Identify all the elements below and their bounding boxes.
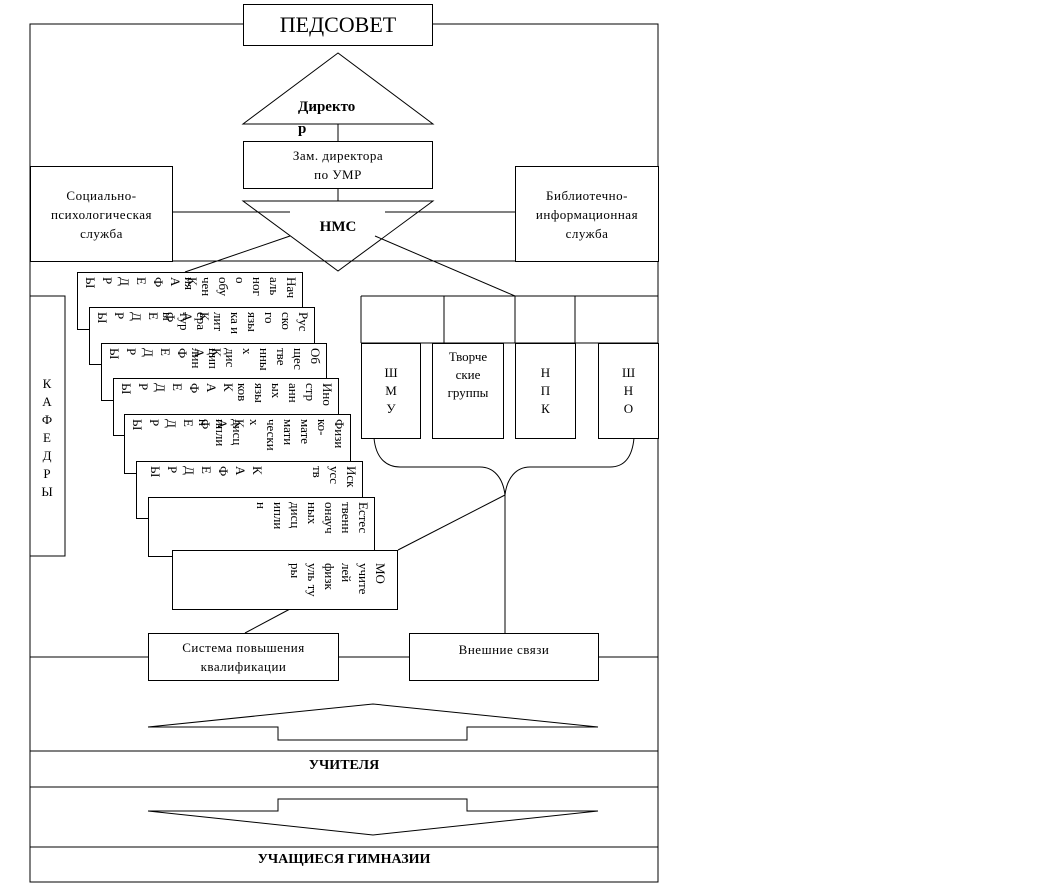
card-title: Об щес тве нны х дис цип лин <box>189 348 323 371</box>
card-title: Естес твенн онауч ных дисц ипли н <box>254 502 371 534</box>
external-links-label: Внешние связи <box>458 642 550 657</box>
card-kafedra: К А Ф Е Д Р Ы <box>130 419 247 431</box>
unit-label: Творче ские группы <box>447 349 489 400</box>
teachers-label: УЧИТЕЛЯ <box>308 758 380 773</box>
unit-shmu: Ш М У <box>361 343 421 439</box>
card-title: Иск усс тв <box>310 466 359 488</box>
unit-label: Н П К <box>540 365 551 416</box>
up-arrow <box>147 703 599 741</box>
library-service-label: Библиотечно- информационная служба <box>535 187 639 241</box>
pedsovet-box: ПЕДСОВЕТ <box>243 4 433 46</box>
card-title: Рус ско го язы ка и лит ера тур ы <box>160 312 311 335</box>
card-kafedra: К А Ф Е Д Р Ы <box>83 277 200 289</box>
card-kafedra: К А Ф Е Д Р Ы <box>107 348 224 360</box>
card-title: Ино стр анн ых язы ков <box>235 383 335 406</box>
card-kafedra: К А Ф Е Д Р Ы <box>119 383 236 395</box>
unit-npk: Н П К <box>515 343 576 439</box>
unit-creative-groups: Творче ские группы <box>432 343 504 439</box>
unit-shno: Ш Н О <box>598 343 659 439</box>
students-label: УЧАЩИЕСЯ ГИМНАЗИИ <box>257 852 431 867</box>
card-title: Физи ко- мате мати чески х дисц ипли н <box>196 419 347 451</box>
unit-label: Ш Н О <box>621 365 636 416</box>
brace <box>373 437 635 496</box>
unit-label: Ш М У <box>384 365 398 416</box>
social-service-box: Социально- психологическая служба <box>30 166 173 262</box>
deputy-box: Зам. директора по УМР <box>243 141 433 189</box>
qualification-box: Система повышения квалификации <box>148 633 339 681</box>
card-kafedra: К А Ф Е Д Р Ы <box>95 312 212 324</box>
library-service-box: Библиотечно- информационная служба <box>515 166 659 262</box>
card-kafedra: К А Ф Е Д Р Ы <box>148 466 265 478</box>
card-title: Нач аль ног о обу чен ия <box>182 277 299 299</box>
nms-label: НМС <box>319 219 357 235</box>
nms-shape <box>241 200 435 272</box>
card-title: МО учите лей физк уль ту ры <box>288 563 388 597</box>
kafedry-outer-label: К А Ф Е Д Р Ы <box>41 376 53 499</box>
card-natural-sciences: Естес твенн онауч ных дисц ипли н <box>148 497 375 557</box>
pedsovet-label: ПЕДСОВЕТ <box>279 12 397 37</box>
kafedry-column <box>29 295 66 557</box>
director-label: Директо р <box>298 99 356 137</box>
deputy-label: Зам. директора по УМР <box>292 148 384 182</box>
qualification-label: Система повышения квалификации <box>182 640 305 674</box>
external-links-box: Внешние связи <box>409 633 599 681</box>
card-pe-teachers: МО учите лей физк уль ту ры <box>172 550 398 610</box>
outer-frame <box>29 23 659 883</box>
down-arrow <box>147 798 599 836</box>
social-service-label: Социально- психологическая служба <box>50 187 153 241</box>
